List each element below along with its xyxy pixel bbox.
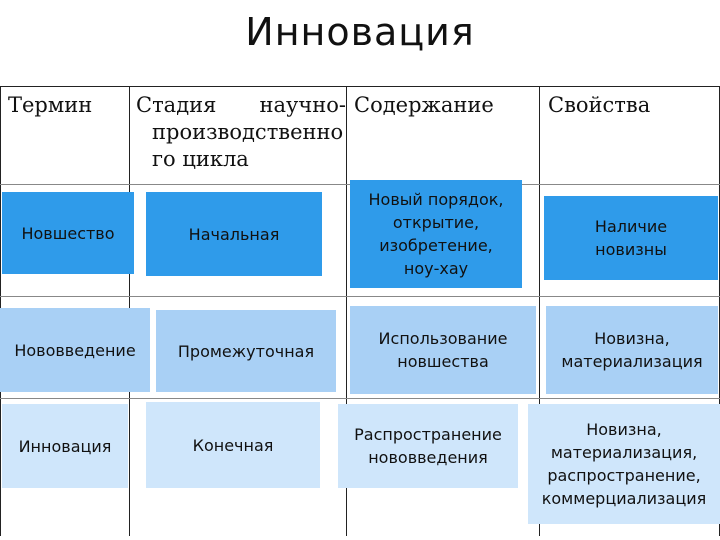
grid-line xyxy=(0,86,720,87)
properties-line: Наличие xyxy=(594,217,668,236)
term-cell: Нововведение xyxy=(0,308,150,392)
stage-cell: Конечная xyxy=(146,402,320,488)
header-content: Содержание xyxy=(354,93,494,117)
header-stage-line: Стадия научно- xyxy=(136,92,346,119)
header-stage-line: производственно xyxy=(152,120,344,144)
content-cell: Распространение нововведения xyxy=(338,404,518,488)
properties-cell: Новизна, материализация, распространение… xyxy=(528,404,720,524)
properties-line: материализация, xyxy=(550,443,698,462)
content-line: Распространение xyxy=(354,425,502,444)
grid-line xyxy=(0,296,720,297)
term-cell: Инновация xyxy=(2,404,128,488)
content-line: изобретение, xyxy=(379,236,493,255)
content-line: ноу-хау xyxy=(403,259,469,278)
stage-cell: Начальная xyxy=(146,192,322,276)
stage-label: Промежуточная xyxy=(177,341,315,361)
content-line: Новый порядок, xyxy=(368,190,504,209)
content-line: новшества xyxy=(397,352,489,371)
header-properties: Свойства xyxy=(548,93,651,117)
content-cell: Новый порядок, открытие, изобретение, но… xyxy=(350,180,522,288)
header-term: Термин xyxy=(8,93,93,117)
term-label: Инновация xyxy=(18,436,112,456)
grid-line xyxy=(539,86,540,536)
page-title: Инновация xyxy=(245,10,475,54)
grid-line xyxy=(346,86,347,536)
header-stage-word: Стадия xyxy=(136,93,217,117)
properties-line: Новизна, xyxy=(586,420,662,439)
grid-line xyxy=(0,398,720,399)
stage-label: Начальная xyxy=(188,224,280,244)
stage-label: Конечная xyxy=(192,435,274,455)
header-stage: Стадия научно- производственно го цикла xyxy=(136,92,346,173)
properties-line: распространение, xyxy=(547,466,701,485)
content-line: нововведения xyxy=(368,448,488,467)
properties-line: коммерциализация xyxy=(541,489,707,508)
content-cell: Использование новшества xyxy=(350,306,536,394)
properties-cell: Наличие новизны xyxy=(544,196,718,280)
header-stage-line: го цикла xyxy=(152,147,249,171)
content-line: открытие, xyxy=(392,213,480,232)
properties-line: новизны xyxy=(595,240,667,259)
properties-line: материализация xyxy=(561,352,703,371)
header-stage-word: научно- xyxy=(259,93,347,117)
term-label: Новшество xyxy=(21,223,115,243)
properties-line: Новизна, xyxy=(594,329,670,348)
term-label: Нововведение xyxy=(14,340,136,360)
properties-cell: Новизна, материализация xyxy=(546,306,718,394)
term-cell: Новшество xyxy=(2,192,134,274)
stage-cell: Промежуточная xyxy=(156,310,336,392)
content-line: Использование xyxy=(378,329,508,348)
